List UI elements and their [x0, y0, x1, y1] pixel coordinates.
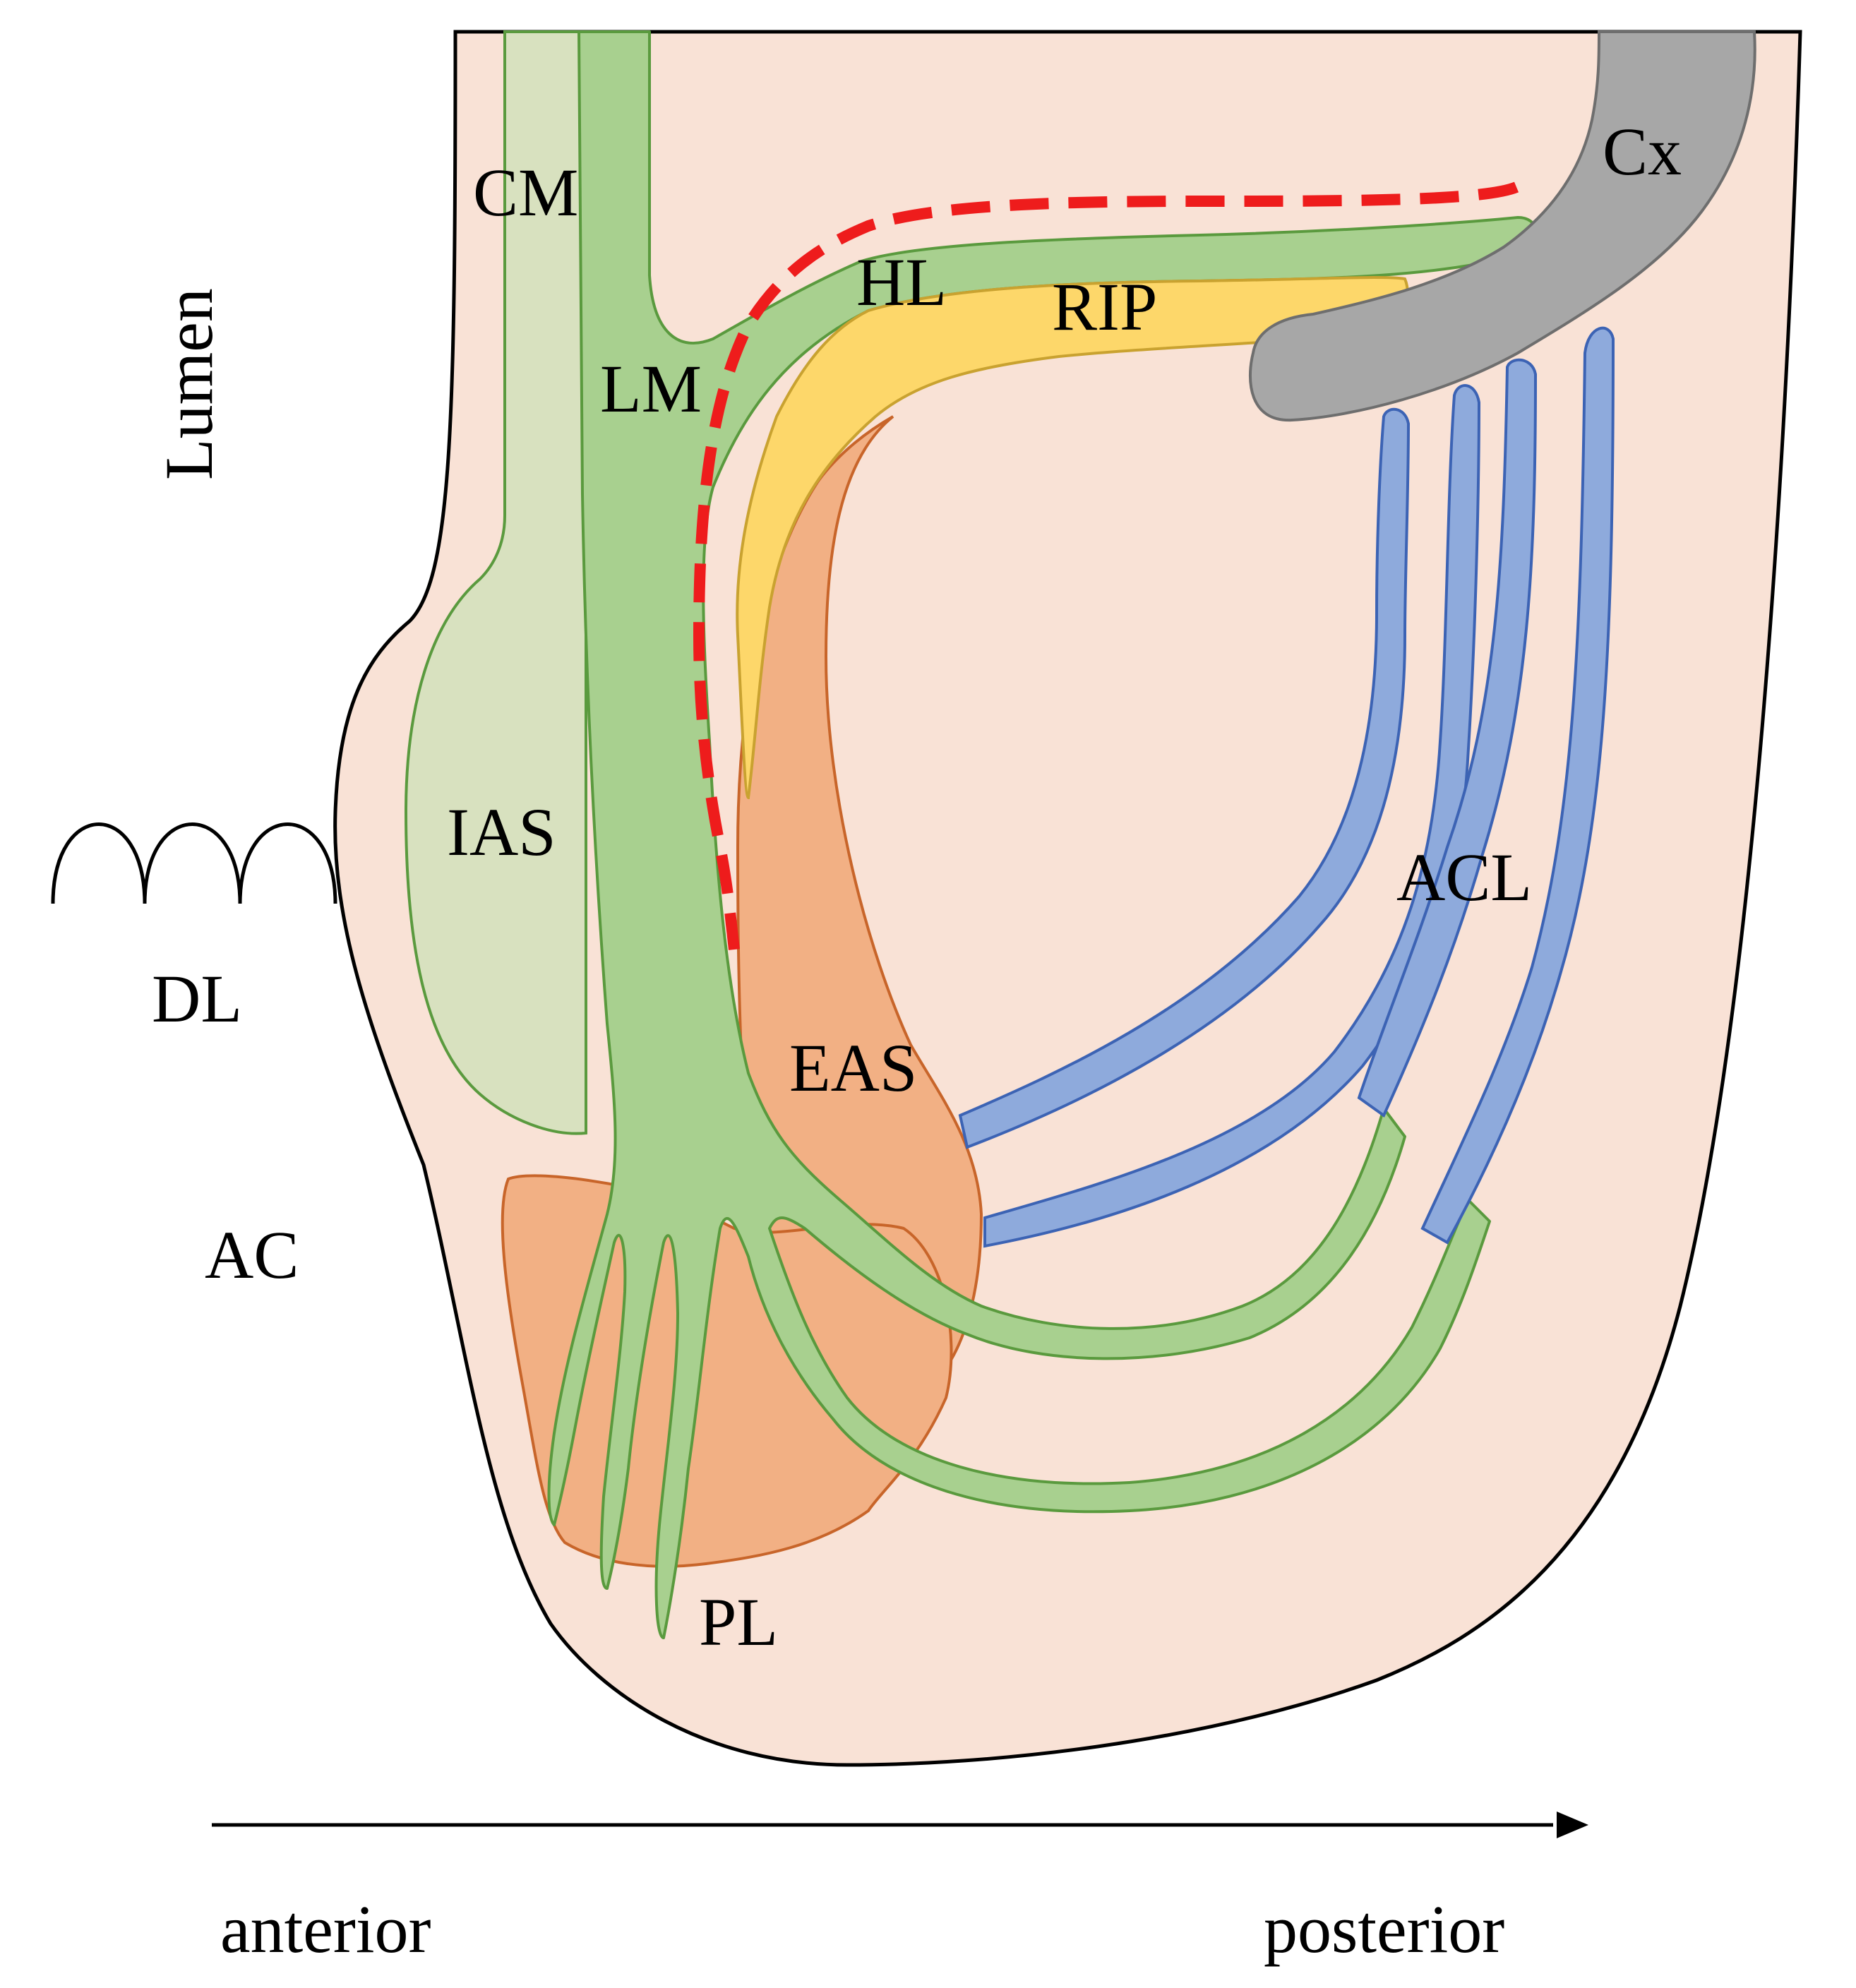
label-anterior: anterior	[220, 1891, 431, 1967]
acl-strip-4	[1420, 326, 1615, 1245]
red-dashed-line	[693, 181, 1519, 950]
label-pl: PL	[699, 1584, 778, 1660]
label-eas: EAS	[789, 1030, 917, 1106]
label-rip: RIP	[1052, 269, 1157, 345]
label-ias: IAS	[447, 794, 556, 870]
label-cm: CM	[473, 155, 578, 230]
label-posterior: posterior	[1264, 1891, 1504, 1967]
label-dl: DL	[152, 961, 242, 1036]
label-lumen: Lumen	[151, 288, 227, 480]
internal-anal-sphincter	[404, 30, 587, 1135]
label-acl: ACL	[1396, 839, 1532, 915]
acl-strip-1	[958, 407, 1411, 1149]
label-ac: AC	[205, 1217, 299, 1293]
direction-arrow-head	[1557, 1812, 1588, 1838]
label-lm: LM	[600, 351, 702, 426]
label-hl: HL	[856, 244, 947, 320]
dentate-line-loops	[51, 822, 337, 904]
acl-strip-3	[1357, 358, 1538, 1118]
acl-strip-2	[983, 384, 1481, 1248]
coccyx	[1248, 30, 1756, 422]
label-cx: Cx	[1603, 114, 1682, 189]
anococcygeal-ligament	[958, 326, 1615, 1248]
